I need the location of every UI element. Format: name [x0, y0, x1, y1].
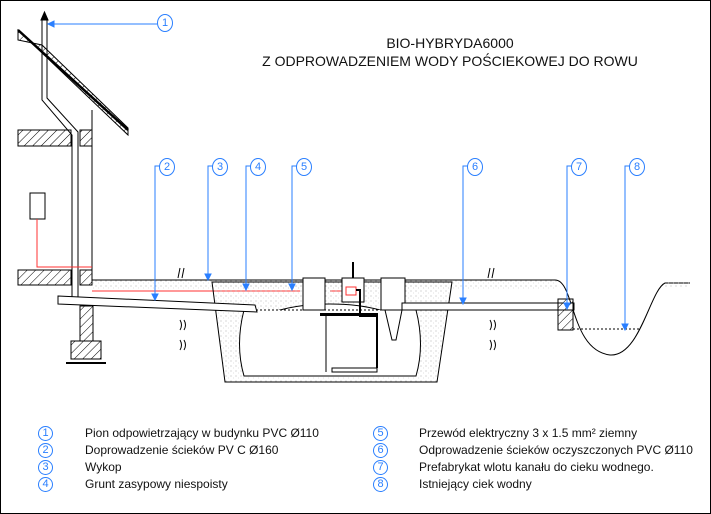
legend-num: 4: [38, 477, 53, 492]
foundation-wall: [79, 305, 94, 342]
outlet-pipe: [401, 302, 575, 311]
vent-pipe: [40, 10, 79, 305]
ground-line: [92, 279, 690, 356]
callout-8: 8: [629, 158, 645, 176]
legend-num: 5: [373, 426, 388, 441]
callout-5: 5: [296, 158, 312, 176]
legend-num: 3: [38, 460, 53, 475]
legend-text: Odprowadzenie ścieków oczyszczonych PVC …: [419, 443, 693, 457]
callout-3: 3: [212, 158, 228, 176]
title-line-1: BIO-HYBRYDA6000: [386, 35, 514, 51]
legend-num: 8: [373, 477, 388, 492]
ceiling-slab: [17, 129, 72, 147]
legend-text: Pion odpowietrzający w budynku PVC Ø110: [85, 426, 319, 440]
legend-num: 1: [38, 426, 53, 441]
callout-7: 7: [571, 158, 587, 176]
callout-1: 1: [157, 14, 173, 32]
callout-4: 4: [250, 158, 266, 176]
manhole-3: [380, 277, 406, 311]
legend-num: 6: [373, 443, 388, 458]
callout-6: 6: [467, 158, 483, 176]
inlet-pipe: [57, 295, 258, 313]
callout-2: 2: [159, 158, 175, 176]
legend-text: Wykop: [85, 460, 122, 474]
legend-num: 2: [38, 443, 53, 458]
floor-slab: [17, 269, 72, 286]
legend-text: Prefabrykat wlotu kanału do cieku wodneg…: [419, 460, 654, 474]
control-box: [29, 192, 46, 220]
legend-text: Doprowadzenie ścieków PV C Ø160: [85, 443, 279, 457]
outlet-prefab: [557, 298, 574, 331]
footing: [70, 340, 102, 360]
manhole-1: [302, 277, 326, 311]
title-line-2: Z ODPROWADZENIEM WODY POŚCIEKOWEJ DO ROW…: [262, 53, 638, 69]
legend-num: 7: [373, 460, 388, 475]
leader-lines: [46, 20, 630, 332]
legend-text: Grunt zasypowy niespoisty: [85, 477, 228, 491]
legend-text: Przewód elektryczny 3 x 1.5 mm² ziemny: [419, 426, 638, 440]
legend-text: Istniejący ciek wodny: [419, 477, 532, 491]
